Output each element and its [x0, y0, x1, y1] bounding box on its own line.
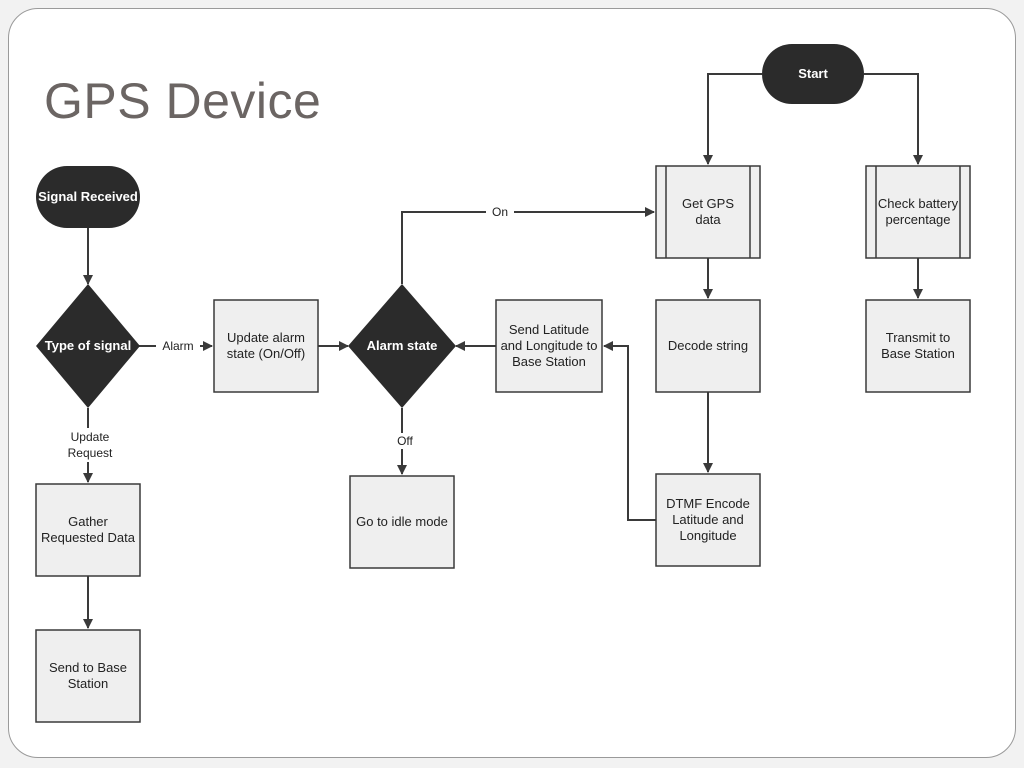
slide-title: GPS Device [44, 73, 322, 129]
send-base-label: Send to Base Station [48, 660, 128, 691]
signal-received-terminal [36, 166, 140, 228]
alarm-state-diamond [348, 284, 456, 408]
decode-label: Decode string [667, 338, 749, 353]
type-of-signal-label: Type of signal [44, 338, 132, 353]
idle-label: Go to idle mode [356, 514, 448, 529]
edge-start-to-battery [864, 73, 923, 165]
edge-label-on: On [486, 204, 514, 220]
start-label: Start [798, 66, 828, 81]
signal-received-label: Signal Received [38, 189, 138, 204]
update-alarm-box [213, 299, 319, 393]
get-gps-label: Get GPS data [681, 196, 735, 227]
send-base-box [35, 629, 141, 723]
transmit-box [865, 299, 971, 393]
edge-label-update-request: Update Request [56, 428, 124, 462]
gather-label: Gather Requested Data [41, 514, 135, 545]
decode-box [655, 299, 761, 393]
idle-box [349, 475, 455, 569]
send-latlon-label: Send Latitude and Longitude to Base Stat… [500, 322, 598, 369]
alarm-state-label: Alarm state [366, 338, 438, 353]
start-terminal [762, 44, 864, 104]
transmit-label: Transmit to Base Station [881, 330, 955, 361]
get-gps-box [655, 165, 761, 259]
type-of-signal-diamond [36, 284, 140, 408]
edge-alarmstate-on [401, 207, 655, 284]
check-battery-box [865, 165, 971, 259]
dtmf-box [655, 473, 761, 567]
dtmf-label: DTMF Encode Latitude and Longitude [666, 496, 750, 543]
update-alarm-label: Update alarm state (On/Off) [226, 330, 306, 361]
edge-label-off: Off [392, 433, 418, 449]
edge-label-alarm: Alarm [156, 338, 200, 354]
edge-start-to-gps [703, 73, 762, 165]
send-latlon-box [495, 299, 603, 393]
gather-box [35, 483, 141, 577]
edge-dtmf-to-send [603, 341, 656, 521]
check-battery-label: Check battery percentage [877, 196, 959, 227]
